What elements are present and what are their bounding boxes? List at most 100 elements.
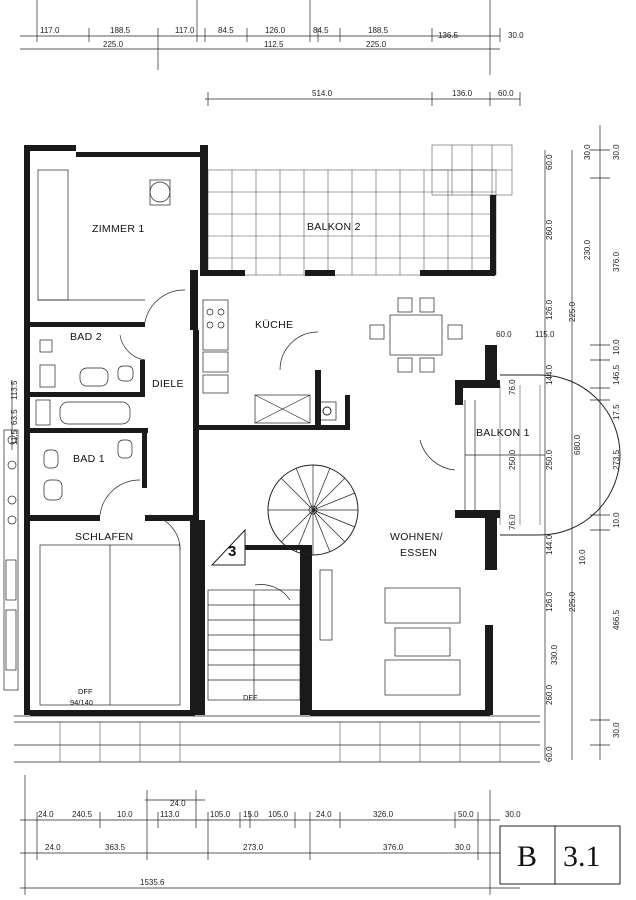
stairwell bbox=[207, 528, 301, 701]
dim-inner-2: 260.0 bbox=[545, 219, 554, 240]
dim-bottom-15: 376.0 bbox=[383, 843, 404, 852]
dim-bottom-13: 363.5 bbox=[105, 843, 126, 852]
note-dff-size: 94/140 bbox=[70, 698, 93, 707]
dim-left-3: 11.5 bbox=[10, 429, 19, 445]
dim-right-1: 30.0 bbox=[612, 144, 621, 160]
room-label-schlafen: SCHLAFEN bbox=[75, 531, 133, 543]
room-label-wohnen: WOHNEN/ bbox=[390, 531, 443, 543]
dim-inner-12: 126.0 bbox=[545, 591, 554, 612]
dim-right-4: 146.5 bbox=[612, 364, 621, 385]
note-dff-stair: DFF bbox=[243, 693, 258, 702]
dim-bottom-7: 105.0 bbox=[268, 810, 289, 819]
dim-left-1: 113.5 bbox=[10, 380, 19, 400]
dim-inner-11: 144.0 bbox=[545, 534, 554, 555]
dim-top-8: 136.5 bbox=[438, 31, 459, 40]
sheet-stamp: B 3.1 bbox=[499, 825, 621, 885]
dim-left-2: 63.5 bbox=[10, 409, 19, 425]
dining-table bbox=[369, 297, 463, 471]
schlafen-furniture bbox=[39, 514, 181, 706]
dim-bottom-4: 113.0 bbox=[160, 810, 180, 819]
dim-inner-9: 250.0 bbox=[545, 449, 554, 470]
dim-top-7: 188.5 bbox=[368, 26, 389, 35]
dim-bottom-total: 1535.6 bbox=[140, 878, 165, 887]
spiral-stair bbox=[267, 464, 359, 556]
dim-top-2: 188.5 bbox=[110, 26, 131, 35]
dim-bottom-1: 24.0 bbox=[38, 810, 54, 819]
dim-inner-14: 260.0 bbox=[545, 684, 554, 705]
dim-bottom-9: 326.0 bbox=[373, 810, 394, 819]
dim-inner-15: 60.0 bbox=[545, 746, 554, 762]
dim-inner-5: 115.0 bbox=[535, 330, 555, 339]
dim-top-14: 136.0 bbox=[452, 89, 473, 98]
dim-right-8: 466.5 bbox=[612, 609, 621, 630]
room-label-diele: DIELE bbox=[152, 378, 184, 390]
left-dimension-labels: 113.5 63.5 11.5 bbox=[10, 380, 19, 450]
room-label-bad2: BAD 2 bbox=[70, 331, 102, 343]
right-dimension-labels: 30.0 376.0 10.0 146.5 17.5 273.5 10.0 46… bbox=[496, 144, 621, 762]
dim-bottom-0: 24.0 bbox=[170, 799, 186, 808]
dim-right-9: 30.0 bbox=[612, 722, 621, 738]
dim-inner-6: 144.0 bbox=[545, 364, 554, 385]
room-label-zimmer1: ZIMMER 1 bbox=[92, 223, 145, 235]
dim-top-3: 117.0 bbox=[175, 26, 195, 35]
room-label-bad1: BAD 1 bbox=[73, 453, 105, 465]
dim-mid-6: 225.0 bbox=[568, 591, 577, 612]
dim-inner-1: 60.0 bbox=[545, 154, 554, 170]
walls bbox=[24, 145, 500, 716]
top-dimension-labels: 117.0 188.5 117.0 84.5 126.0 84.5 188.5 … bbox=[40, 26, 524, 98]
bottom-dimension-labels: 24.0 24.0 240.5 10.0 113.0 105.0 15.0 10… bbox=[38, 799, 521, 887]
dim-bottom-3: 10.0 bbox=[117, 810, 133, 819]
dim-right-5: 17.5 bbox=[612, 404, 621, 420]
dim-mid-5: 10.0 bbox=[578, 549, 587, 565]
bad-fixtures bbox=[35, 334, 146, 516]
dim-top-1: 117.0 bbox=[40, 26, 60, 35]
room-labels: ZIMMER 1 BALKON 2 KÜCHE BAD 2 DIELE BAD … bbox=[70, 221, 530, 707]
dim-right-7: 10.0 bbox=[612, 512, 621, 528]
dim-inner-3: 126.0 bbox=[545, 299, 554, 320]
dim-top-13: 514.0 bbox=[312, 89, 333, 98]
dim-right-6: 273.5 bbox=[612, 449, 621, 470]
balkon2-tile-grid bbox=[207, 144, 513, 276]
stair-number: 3 bbox=[228, 543, 237, 560]
dim-bottom-16: 30.0 bbox=[455, 843, 471, 852]
note-dff-left: DFF bbox=[78, 687, 93, 696]
dim-mid-2: 230.0 bbox=[583, 239, 592, 260]
dim-bottom-12: 24.0 bbox=[45, 843, 61, 852]
dim-bottom-10: 50.0 bbox=[458, 810, 474, 819]
dim-inner-8: 250.0 bbox=[508, 449, 517, 470]
dim-mid-1: 30.0 bbox=[583, 144, 592, 160]
dim-inner-10: 76.0 bbox=[508, 514, 517, 530]
dim-bottom-11: 30.0 bbox=[505, 810, 521, 819]
dim-right-3: 10.0 bbox=[612, 339, 621, 355]
zimmer1-furniture bbox=[37, 169, 186, 323]
dim-bottom-8: 24.0 bbox=[316, 810, 332, 819]
sheet-number: 3.1 bbox=[563, 840, 601, 873]
bottom-dimension-lines bbox=[20, 775, 520, 895]
dim-top-5: 126.0 bbox=[265, 26, 286, 35]
facade-bottom-lines bbox=[14, 715, 540, 763]
room-label-essen: ESSEN bbox=[400, 547, 437, 559]
dim-top-6: 84.5 bbox=[313, 26, 329, 35]
dim-bottom-6: 15.0 bbox=[243, 810, 259, 819]
dim-top-11: 112.5 bbox=[264, 40, 284, 49]
dim-bottom-14: 273.0 bbox=[243, 843, 264, 852]
dim-top-15: 60.0 bbox=[498, 89, 514, 98]
dim-bottom-5: 105.0 bbox=[210, 810, 231, 819]
kitchen-fixtures bbox=[202, 299, 337, 424]
living-furniture bbox=[319, 569, 461, 696]
room-label-balkon1: BALKON 1 bbox=[476, 427, 530, 439]
left-facade-detail bbox=[3, 429, 19, 691]
dim-mid-4: 680.0 bbox=[573, 434, 582, 455]
dim-top-10: 225.0 bbox=[103, 40, 124, 49]
dim-inner-4: 60.0 bbox=[496, 330, 512, 339]
balkon1-structure bbox=[464, 374, 621, 536]
room-label-kueche: KÜCHE bbox=[255, 319, 293, 331]
top-dimension-lines bbox=[20, 0, 521, 106]
dim-mid-3: 225.0 bbox=[568, 301, 577, 322]
dim-top-12: 225.0 bbox=[366, 40, 387, 49]
dim-bottom-2: 240.5 bbox=[72, 810, 93, 819]
dim-top-4: 84.5 bbox=[218, 26, 234, 35]
stair-number-marker bbox=[210, 528, 246, 566]
dim-inner-7: 76.0 bbox=[508, 379, 517, 395]
